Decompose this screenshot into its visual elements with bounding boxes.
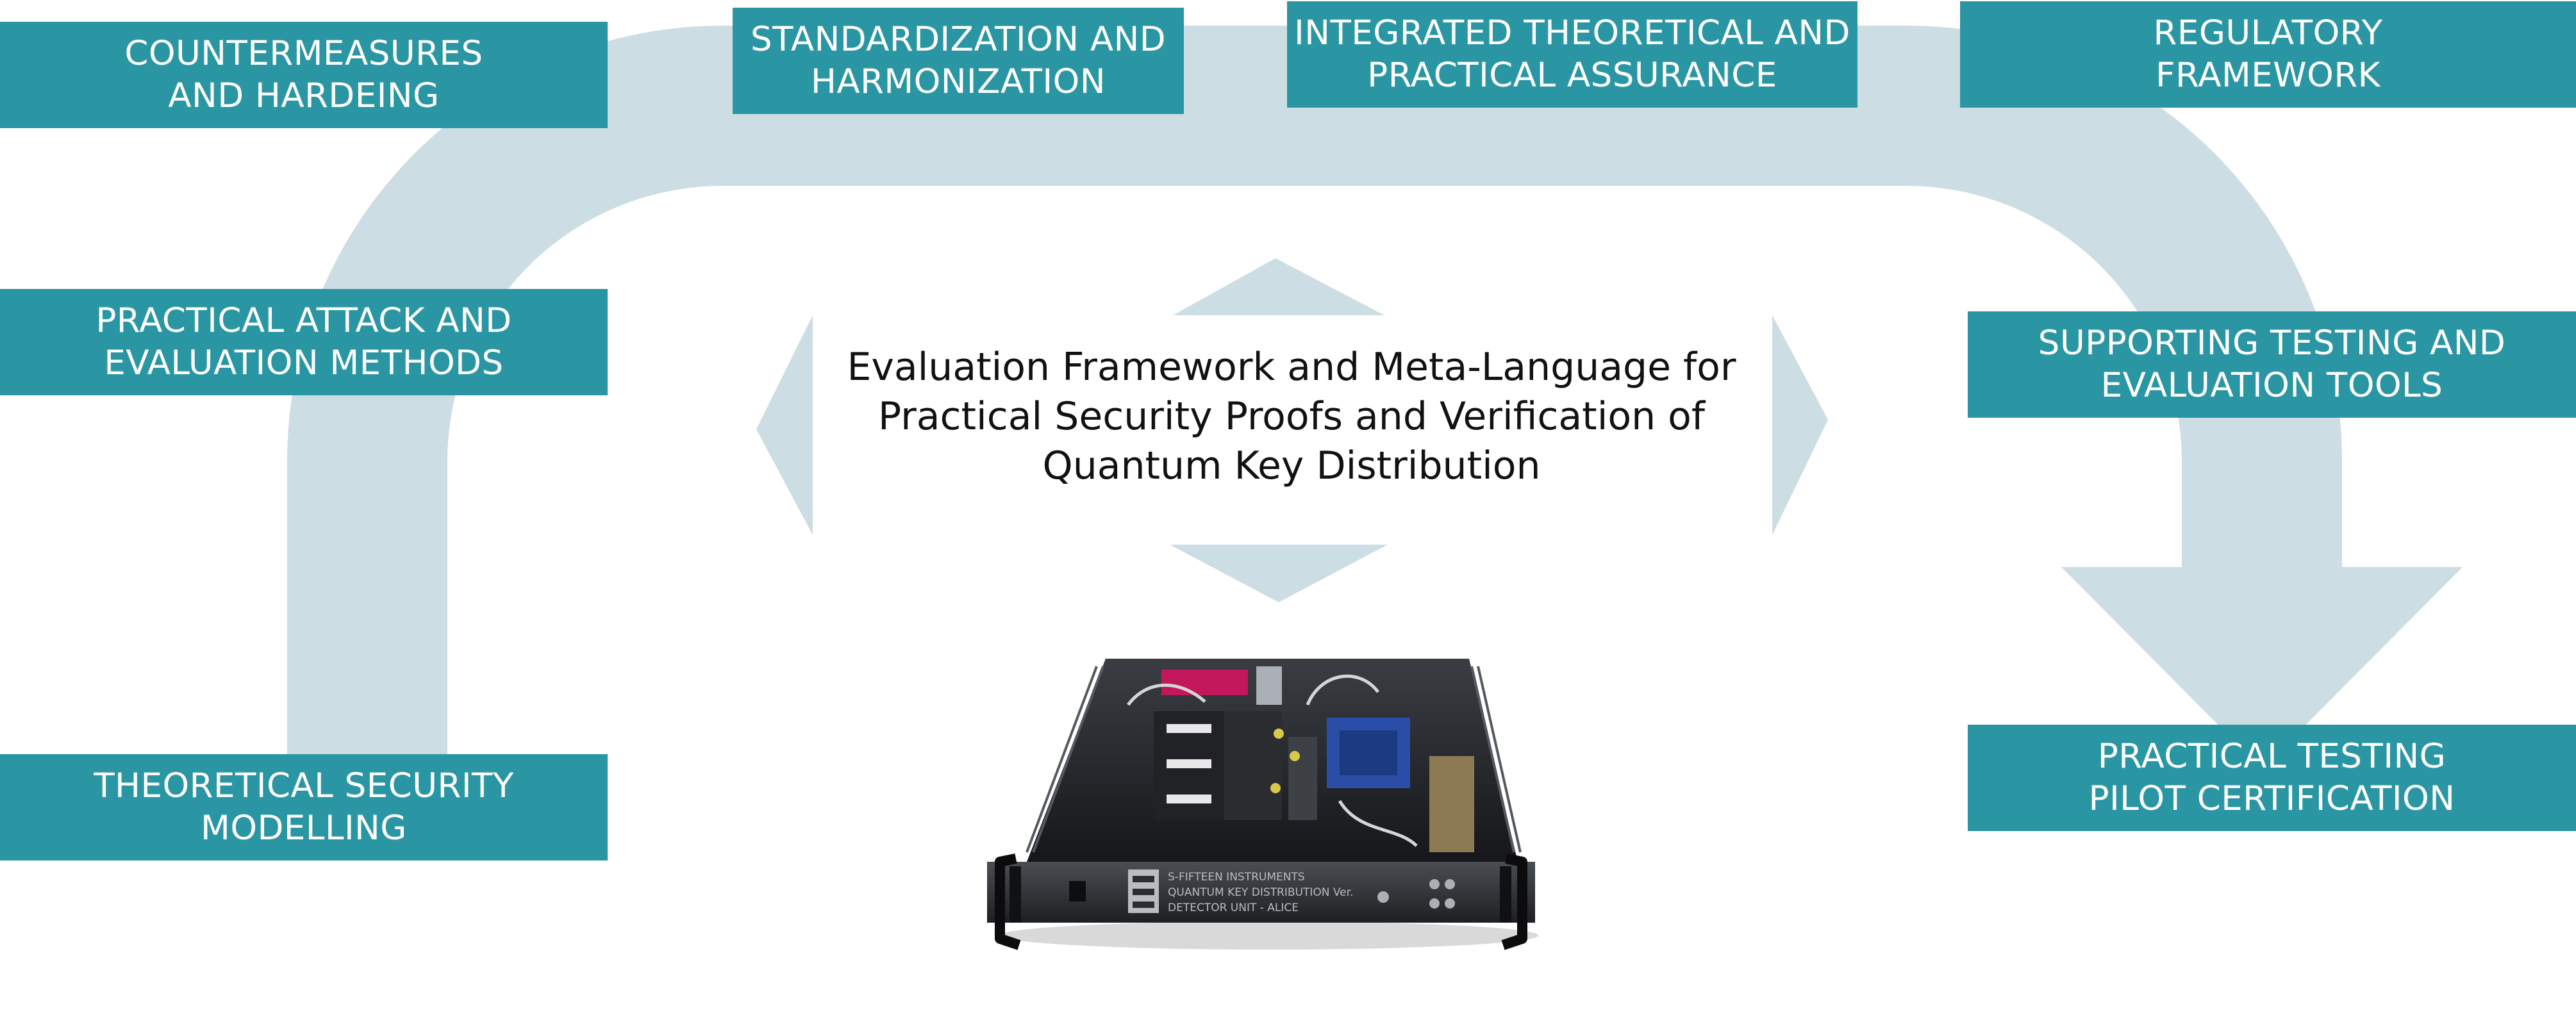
- box-supporting-tools-line2: EVALUATION TOOLS: [2100, 366, 2443, 405]
- box-countermeasures-line1: COUNTERMEASURES: [124, 34, 483, 73]
- box-supporting-tools: SUPPORTING TESTING AND EVALUATION TOOLS: [1968, 311, 2576, 418]
- box-practical-testing-line1: PRACTICAL TESTING: [2097, 737, 2447, 776]
- box-regulatory-line1: REGULATORY: [2153, 13, 2383, 53]
- box-supporting-tools-line1: SUPPORTING TESTING AND: [2038, 324, 2506, 363]
- box-regulatory-line2: FRAMEWORK: [2156, 56, 2381, 95]
- box-practical-attack-line1: PRACTICAL ATTACK AND: [96, 301, 512, 340]
- device-label-line1: S-FIFTEEN INSTRUMENTS: [1168, 871, 1305, 884]
- box-theoretical-security: THEORETICAL SECURITY MODELLING: [0, 754, 608, 861]
- center-title: Evaluation Framework and Meta-Language f…: [788, 343, 1795, 491]
- chevron-up-icon: [1173, 258, 1384, 315]
- chevron-right-icon: [1772, 315, 1828, 535]
- chevron-down-icon: [1170, 545, 1388, 602]
- box-standardization-line1: STANDARDIZATION AND: [750, 20, 1167, 59]
- center-title-line1: Evaluation Framework and Meta-Language f…: [847, 345, 1736, 390]
- box-countermeasures: COUNTERMEASURES AND HARDEING: [0, 22, 608, 128]
- box-countermeasures-line2: AND HARDEING: [168, 76, 440, 115]
- box-integrated: INTEGRATED THEORETICAL AND PRACTICAL ASS…: [1287, 1, 1857, 108]
- box-regulatory: REGULATORY FRAMEWORK: [1960, 1, 2576, 108]
- center-title-line3: Quantum Key Distribution: [1042, 443, 1541, 488]
- box-integrated-line2: PRACTICAL ASSURANCE: [1367, 56, 1777, 95]
- box-practical-attack: PRACTICAL ATTACK AND EVALUATION METHODS: [0, 289, 608, 395]
- device-label-line3: DETECTOR UNIT - ALICE: [1168, 902, 1299, 914]
- box-standardization-line2: HARMONIZATION: [811, 62, 1106, 101]
- device-label-line2: QUANTUM KEY DISTRIBUTION Ver.: [1168, 886, 1353, 899]
- box-practical-testing: PRACTICAL TESTING PILOT CERTIFICATION: [1968, 725, 2576, 831]
- box-theoretical-security-line2: MODELLING: [201, 809, 407, 848]
- box-standardization: STANDARDIZATION AND HARMONIZATION: [733, 8, 1184, 114]
- center-title-line2: Practical Security Proofs and Verificati…: [877, 394, 1706, 439]
- box-practical-attack-line2: EVALUATION METHODS: [104, 343, 504, 383]
- chevron-left-icon: [756, 315, 813, 535]
- box-theoretical-security-line1: THEORETICAL SECURITY: [94, 766, 514, 805]
- box-integrated-line1: INTEGRATED THEORETICAL AND: [1294, 13, 1850, 53]
- qkd-device-image: S-FIFTEEN INSTRUMENTS QUANTUM KEY DISTRI…: [987, 659, 1538, 950]
- box-practical-testing-line2: PILOT CERTIFICATION: [2088, 779, 2456, 818]
